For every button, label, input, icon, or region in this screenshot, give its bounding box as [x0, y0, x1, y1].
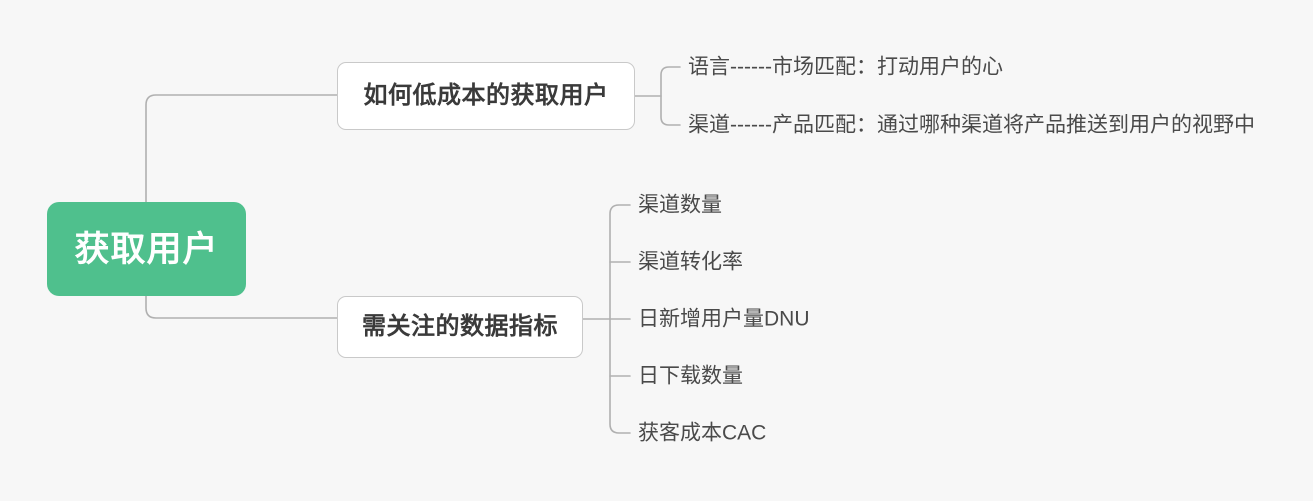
root-node-label: 获取用户 — [74, 229, 219, 269]
connector-branch-2-bracket — [609, 204, 631, 434]
leaf-node-channel-conversion-rate[interactable]: 渠道转化率 — [638, 250, 743, 274]
leaf-node-channel-count[interactable]: 渠道数量 — [638, 193, 722, 217]
leaf-node-customer-acquisition-cost-cac[interactable]: 获客成本CAC — [638, 421, 767, 445]
branch-node-how-to-acquire-users-cheaply[interactable]: 如何低成本的获取用户 — [337, 62, 635, 130]
leaf-node-daily-downloads[interactable]: 日下载数量 — [638, 364, 743, 388]
branch-node-label: 需关注的数据指标 — [362, 313, 558, 340]
branch-node-label: 如何低成本的获取用户 — [363, 82, 609, 109]
leaf-node-channel-product-fit[interactable]: 渠道------产品匹配：通过哪种渠道将产品推送到用户的视野中 — [688, 113, 1255, 137]
leaf-node-daily-new-users-dnu[interactable]: 日新增用户量DNU — [638, 307, 810, 331]
connector-branch-1-bracket — [660, 66, 681, 126]
root-node[interactable]: 获取用户 — [47, 202, 246, 296]
leaf-node-language-market-fit[interactable]: 语言------市场匹配：打动用户的心 — [688, 55, 1003, 79]
branch-node-key-data-metrics[interactable]: 需关注的数据指标 — [337, 296, 583, 358]
